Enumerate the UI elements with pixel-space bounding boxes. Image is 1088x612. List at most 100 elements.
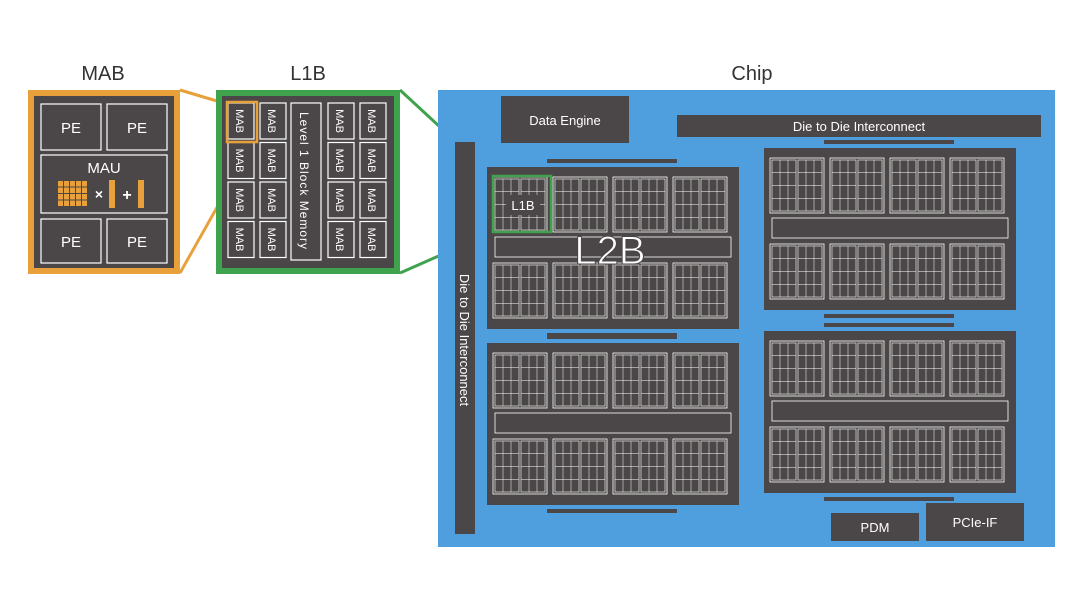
l1b-mab-cell xyxy=(359,141,387,180)
chip-title: Chip xyxy=(731,63,772,85)
l1b-tile xyxy=(552,438,608,495)
mau-matrix-cell xyxy=(82,200,87,206)
pe-cell-top-right xyxy=(106,103,168,151)
l1b-mab-cell xyxy=(259,141,287,180)
l1b-highlight-mab xyxy=(225,100,259,144)
l1b-tile xyxy=(829,426,885,483)
l1b-mab-cell-label: MAB xyxy=(265,109,277,133)
mau-matrix-cell xyxy=(82,187,87,193)
pe-label: PE xyxy=(127,234,147,251)
mau-matrix-cell xyxy=(70,187,75,193)
l1b-tile xyxy=(612,176,668,233)
l1b-tile xyxy=(829,340,885,397)
pcie-label: PCIe-IF xyxy=(953,515,998,530)
l1b-tile xyxy=(769,340,825,397)
l1b-mab-cell-label: MAB xyxy=(233,109,245,133)
l1b-mab-grid: MABMABMABMABMABMABMABMABMABMABMABMABMABM… xyxy=(227,102,387,259)
add-sign: + xyxy=(122,187,131,204)
l1b-tile xyxy=(612,438,668,495)
mau-matrix-cell xyxy=(76,187,81,193)
mau-matrix-cell xyxy=(82,194,87,200)
mau-matrix-cell xyxy=(64,181,69,187)
l1b-tile xyxy=(672,352,728,409)
l2b-bus-bottom xyxy=(824,497,954,501)
pe-cell-bottom-left xyxy=(40,218,102,264)
mau-matrix-cell xyxy=(58,194,63,200)
mau-matrix-cell xyxy=(76,194,81,200)
l2b-shared-memory xyxy=(771,400,1009,422)
l1b-tile xyxy=(949,426,1005,483)
l1b-mab-cell-label: MAB xyxy=(233,149,245,173)
l1b-mab-cell-label: MAB xyxy=(233,188,245,212)
l1b-tile xyxy=(829,157,885,214)
l1b-mab-cell-label: MAB xyxy=(265,149,277,173)
l1b-highlight-in-chip xyxy=(491,174,553,234)
l1b-tile xyxy=(889,426,945,483)
l1b-mab-cell xyxy=(327,181,355,219)
l1b-mab-cell-label: MAB xyxy=(265,188,277,212)
mab-body xyxy=(34,96,174,268)
l1b-mab-cell-label: MAB xyxy=(365,149,377,173)
l2b-blocks xyxy=(487,140,1016,513)
mau-matrix-cell xyxy=(70,194,75,200)
l1b-mab-cell xyxy=(227,220,255,259)
l1b-block: MABMABMABMABMABMABMABMABMABMABMABMABMABM… xyxy=(216,90,400,274)
l1b-memory-cell xyxy=(290,102,322,261)
pe-label: PE xyxy=(61,234,81,251)
data-engine-block xyxy=(501,96,629,143)
mau-matrix-icon xyxy=(58,181,87,206)
l1b-mab-cell-label: MAB xyxy=(365,228,377,252)
l1b-mab-cell xyxy=(259,181,287,219)
l1b-chip-label: L1B xyxy=(511,198,534,213)
pe-cell-bottom-right xyxy=(106,218,168,264)
pdm-label: PDM xyxy=(861,520,890,535)
l1b-tile xyxy=(889,340,945,397)
l1b-mab-cell xyxy=(327,141,355,180)
l2b-bus-top xyxy=(547,335,677,339)
l1b-tile xyxy=(769,157,825,214)
l1b-mab-cell xyxy=(259,220,287,259)
l1b-tile xyxy=(492,262,548,319)
l2b-bus-bottom xyxy=(547,509,677,513)
mau-vector-b-icon xyxy=(138,180,144,208)
l1b-tile xyxy=(552,262,608,319)
l1b-tile xyxy=(672,438,728,495)
l1b-mab-cell-label: MAB xyxy=(333,228,345,252)
l1b-tile xyxy=(829,243,885,300)
mau-matrix-cell xyxy=(70,200,75,206)
d2d-interconnect-top-label: Die to Die Interconnect xyxy=(793,119,926,134)
l1b-mab-cell-label: MAB xyxy=(333,109,345,133)
l1b-memory-label: Level 1 Block Memory xyxy=(297,112,311,250)
mab-title: MAB xyxy=(81,63,124,85)
mau-matrix-cell xyxy=(82,181,87,187)
mau-matrix-cell xyxy=(76,200,81,206)
mau-matrix-cell xyxy=(64,194,69,200)
l1b-mab-cell xyxy=(359,181,387,219)
mau-matrix-cell xyxy=(58,200,63,206)
mau-matrix-cell xyxy=(64,187,69,193)
l2b-shared-memory xyxy=(494,236,732,258)
l2b-bus-top xyxy=(547,159,677,163)
l1b-mab-cell xyxy=(359,102,387,140)
mab-block: PE PE MAU × + PE PE xyxy=(28,90,180,274)
l1b-tile xyxy=(552,352,608,409)
l1b-tile xyxy=(492,352,548,409)
l1b-tile xyxy=(672,262,728,319)
l1b-mab-cell xyxy=(259,102,287,140)
l1b-mab-cell xyxy=(227,181,255,219)
l1b-mab-cell-label: MAB xyxy=(233,228,245,252)
d2d-interconnect-top xyxy=(677,115,1041,137)
l1b-tile xyxy=(889,157,945,214)
mau-matrix-cell xyxy=(58,187,63,193)
l1b-tile xyxy=(612,262,668,319)
pe-label: PE xyxy=(61,120,81,137)
mau-matrix-cell xyxy=(76,181,81,187)
pcie-block xyxy=(926,503,1024,541)
l1b-tile xyxy=(552,176,608,233)
l1b-mab-cell-label: MAB xyxy=(333,188,345,212)
mau-label: MAU xyxy=(87,160,120,177)
pe-cell-top-left xyxy=(40,103,102,151)
l1b-mab-cell-label: MAB xyxy=(333,149,345,173)
l2b-bus-top xyxy=(824,323,954,327)
